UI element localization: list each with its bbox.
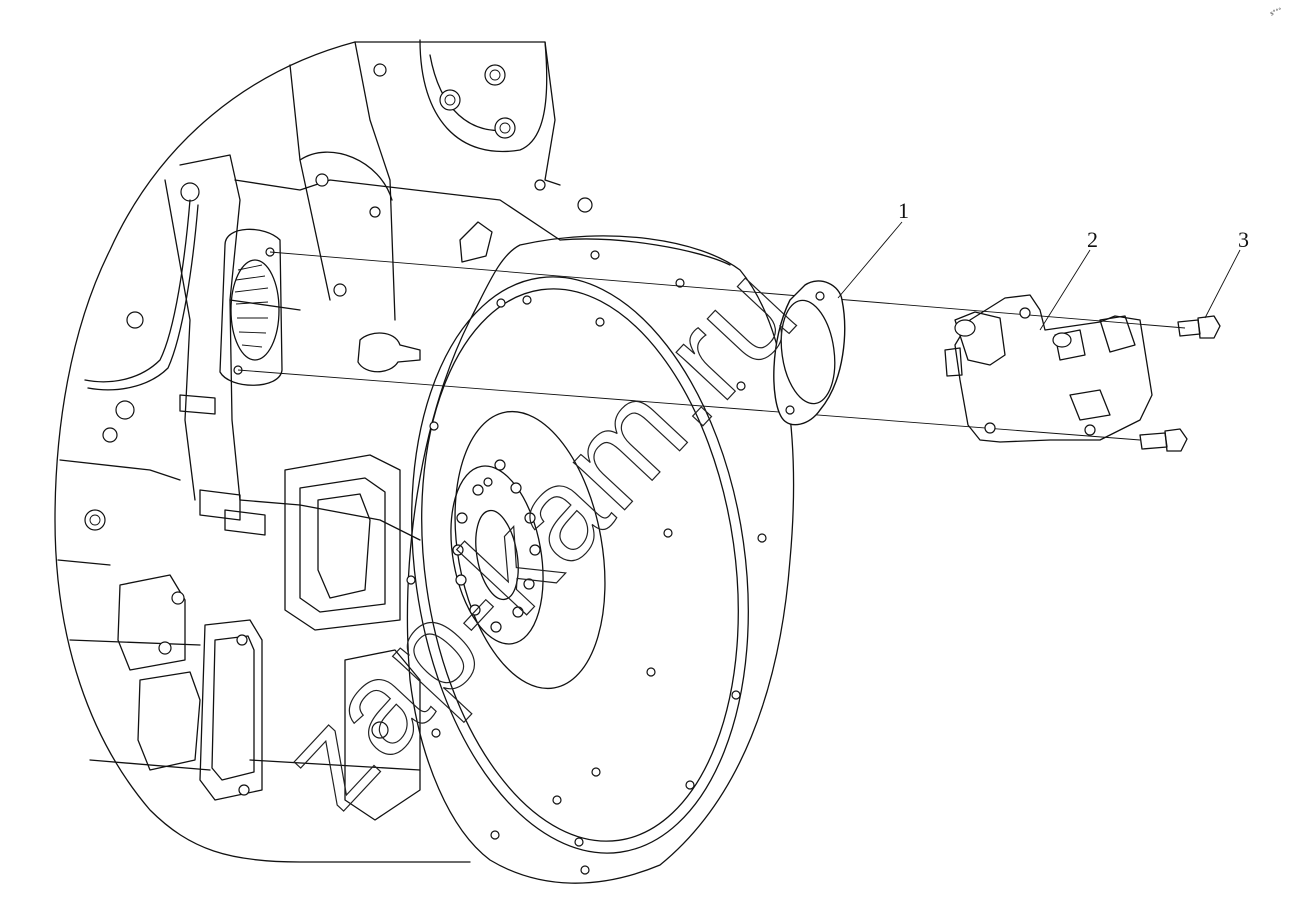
gear-housing xyxy=(219,228,283,386)
lower-components xyxy=(117,454,421,821)
callout-2: 2 xyxy=(1087,227,1098,252)
part-1-gasket xyxy=(773,280,846,426)
part-3-bolts xyxy=(1139,315,1221,452)
corner-mark: s°°° xyxy=(1269,7,1283,18)
callout-3-leader xyxy=(1204,249,1241,319)
callout-1-leader xyxy=(837,221,903,299)
watermark: zap-kam.ru xyxy=(253,236,824,834)
callout-3: 3 xyxy=(1238,227,1249,252)
callout-1: 1 xyxy=(898,198,909,223)
part-2-pump xyxy=(944,294,1153,443)
callout-2-leader xyxy=(1039,249,1091,331)
flywheel-hub xyxy=(450,410,606,690)
